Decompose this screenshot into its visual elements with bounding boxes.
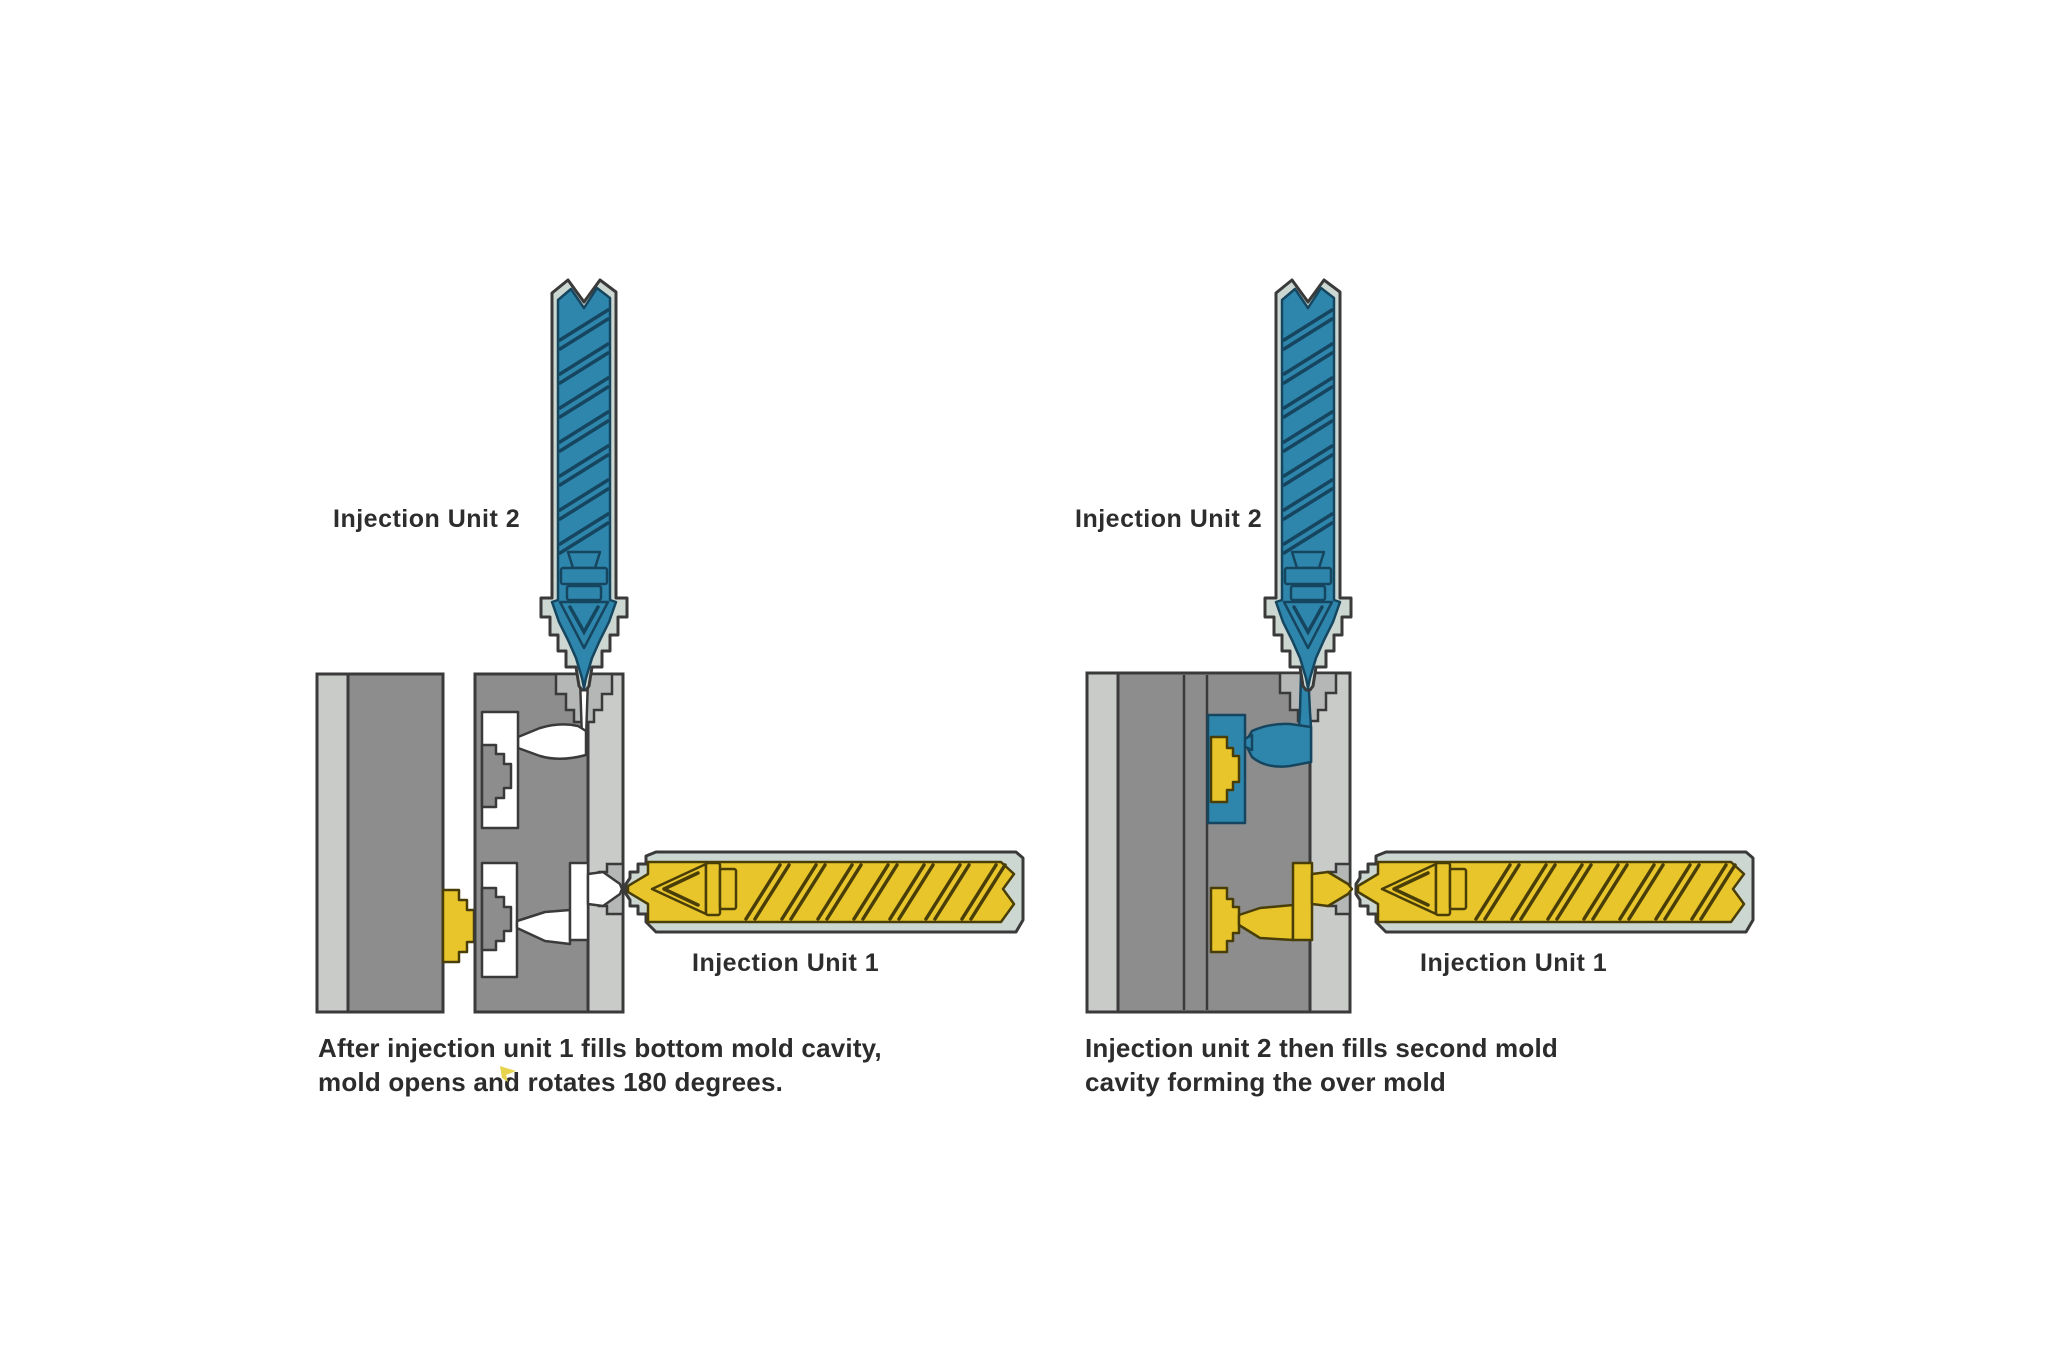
left-mold-moving-half (315, 672, 476, 1014)
left-caption: After injection unit 1 fills bottom mold… (318, 1033, 882, 1097)
injection-unit-2-right (1263, 278, 1353, 692)
right-mold-closed (1085, 671, 1354, 1014)
injection-unit-1-right (1354, 850, 1755, 934)
upper-cavity-empty (480, 710, 588, 830)
left-mold-center-block (473, 672, 625, 1014)
molded-part-first-shot (441, 888, 476, 964)
cursor-artifact (500, 1066, 516, 1082)
injection-unit-1-label-right: Injection Unit 1 (1420, 949, 1607, 977)
injection-unit-2-label-right: Injection Unit 2 (1075, 505, 1262, 533)
right-panel: Injection Unit 2 Injection Unit 1 Inject… (1075, 278, 1755, 1097)
left-caption-line1: After injection unit 1 fills bottom mold… (318, 1033, 882, 1063)
right-caption-line2: cavity forming the over mold (1085, 1067, 1446, 1097)
injection-unit-1-label-left: Injection Unit 1 (692, 949, 879, 977)
injection-unit-2-left (539, 278, 629, 692)
first-shot-part-in-cavity (1209, 735, 1241, 804)
injection-unit-1-left (624, 850, 1025, 934)
lower-cavity-filled (1209, 861, 1354, 954)
lower-cavity-empty (480, 861, 625, 979)
left-panel: Injection Unit 2 Injection Unit 1 After … (315, 278, 1025, 1097)
upper-cavity-overmolded (1206, 713, 1247, 825)
injection-unit-2-label-left: Injection Unit 2 (333, 505, 520, 533)
left-caption-line2: mold opens and rotates 180 degrees. (318, 1067, 783, 1097)
right-caption-line1: Injection unit 2 then fills second mold (1085, 1033, 1558, 1063)
right-caption: Injection unit 2 then fills second mold … (1085, 1033, 1558, 1097)
